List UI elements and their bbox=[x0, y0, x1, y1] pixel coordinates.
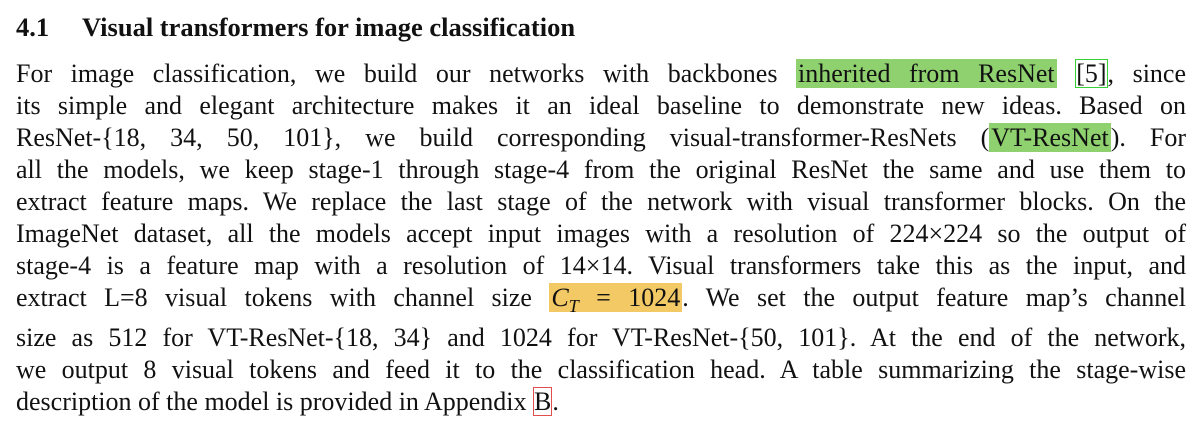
highlight-vt-resnet: VT-ResNet bbox=[989, 123, 1111, 152]
text-span: extract L=8 visual tokens with channel s… bbox=[16, 283, 550, 312]
math-subscript: T bbox=[568, 296, 579, 317]
text-span: ). For bbox=[1110, 123, 1187, 152]
paragraph-line-6: ImageNet dataset, all the models accept … bbox=[16, 219, 1186, 248]
math-symbol: C bbox=[551, 283, 569, 312]
paper-page: 4.1 Visual transformers for image classif… bbox=[16, 8, 1186, 418]
body-paragraph: For image classification, we build our n… bbox=[16, 58, 1186, 418]
text-span: ResNet-{18, 34, 50, 101}, we build corre… bbox=[16, 123, 990, 152]
section-title: Visual transformers for image classifica… bbox=[82, 12, 576, 42]
paragraph-line-7: stage-4 is a feature map with a resoluti… bbox=[16, 251, 1186, 280]
paragraph-line-3: ResNet-{18, 34, 50, 101}, we build corre… bbox=[16, 122, 1186, 154]
appendix-link-b[interactable]: B bbox=[533, 387, 553, 417]
paragraph-line-1: For image classification, we build our n… bbox=[16, 58, 1186, 90]
math-value: = 1024 bbox=[578, 283, 681, 312]
text-span: For image classification, we build our n… bbox=[16, 59, 797, 88]
paragraph-line-10: we output 8 visual tokens and feed it to… bbox=[16, 355, 1186, 385]
highlight-channel-size-formula: CT = 1024 bbox=[549, 283, 683, 316]
paragraph-line-5: extract feature maps. We replace the las… bbox=[16, 187, 1186, 216]
text-span: . We set the output feature map’s channe… bbox=[682, 283, 1187, 312]
paragraph-line-8: extract L=8 visual tokens with channel s… bbox=[16, 282, 1186, 322]
paragraph-line-11: description of the model is provided in … bbox=[16, 386, 1186, 418]
paragraph-line-4: all the models, we keep stage-1 through … bbox=[16, 155, 1186, 184]
citation-link-5[interactable]: [5] bbox=[1075, 59, 1108, 88]
highlight-inherited-from-resnet: inherited from ResNet bbox=[796, 59, 1057, 88]
text-span: description of the model is provided in … bbox=[16, 387, 534, 417]
paragraph-line-2: its simple and elegant architecture make… bbox=[16, 91, 1186, 120]
text-span: , since bbox=[1107, 59, 1187, 88]
section-heading: 4.1 Visual transformers for image classif… bbox=[16, 8, 1186, 46]
text-span: . bbox=[552, 387, 559, 417]
section-number: 4.1 bbox=[16, 12, 50, 42]
paragraph-line-9: size as 512 for VT-ResNet-{18, 34} and 1… bbox=[16, 323, 1186, 353]
text-span bbox=[1057, 59, 1076, 88]
